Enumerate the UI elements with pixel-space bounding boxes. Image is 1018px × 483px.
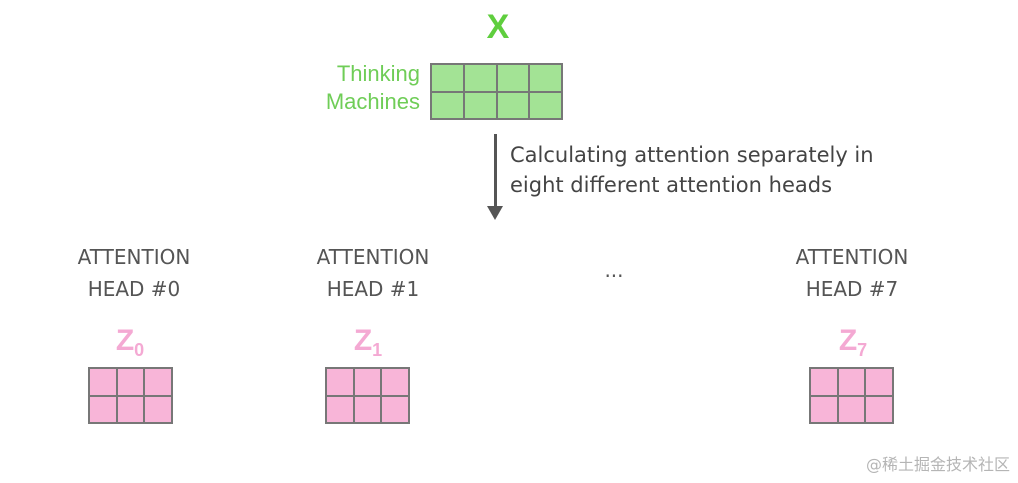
z-output-label: Z1 xyxy=(328,324,408,361)
head-title-line: ATTENTION xyxy=(316,245,430,269)
matrix-cell xyxy=(89,395,117,423)
input-matrix xyxy=(430,63,563,120)
matrix-cell xyxy=(144,368,172,396)
arrow-caption: Calculating attention separately in eigh… xyxy=(510,140,930,200)
watermark: @稀土掘金技术社区 xyxy=(865,455,1010,474)
matrix-cell xyxy=(837,395,866,423)
head-title-line: ATTENTION xyxy=(795,245,909,269)
matrix-cell xyxy=(326,395,354,423)
input-word-label: Thinking xyxy=(336,61,420,86)
matrix-cell xyxy=(837,368,866,396)
matrix-cell xyxy=(353,368,382,396)
arrow-caption-line: eight different attention heads xyxy=(510,173,833,197)
matrix-cell xyxy=(353,395,382,423)
matrix-cell xyxy=(529,64,562,92)
matrix-cell xyxy=(496,91,530,119)
matrix-cell xyxy=(381,368,409,396)
matrix-cell xyxy=(810,368,838,396)
ellipsis: ... xyxy=(604,258,624,282)
z-output-label: Z7 xyxy=(813,324,893,361)
z-letter: Z xyxy=(353,324,373,357)
head-title-line: ATTENTION xyxy=(77,245,191,269)
head-title-line: HEAD #7 xyxy=(805,277,899,301)
head-title-line: HEAD #0 xyxy=(87,277,181,301)
matrix-cell xyxy=(463,64,497,92)
matrix-cell xyxy=(496,64,530,92)
down-arrow-icon xyxy=(487,206,503,220)
attention-head-title: ATTENTION HEAD #0 xyxy=(44,241,224,305)
matrix-cell xyxy=(431,64,464,92)
z-subscript: 0 xyxy=(134,340,145,360)
matrix-cell xyxy=(810,395,838,423)
arrow-caption-line: Calculating attention separately in xyxy=(510,143,874,167)
input-matrix-title: X xyxy=(486,8,510,46)
z-output-matrix xyxy=(809,367,894,424)
z-subscript: 7 xyxy=(857,340,868,360)
attention-head-title: ATTENTION HEAD #1 xyxy=(283,241,463,305)
z-subscript: 1 xyxy=(372,340,383,360)
matrix-cell xyxy=(144,395,172,423)
z-letter: Z xyxy=(115,324,135,357)
matrix-cell xyxy=(463,91,497,119)
z-output-matrix xyxy=(88,367,173,424)
matrix-cell xyxy=(865,395,893,423)
input-word-label: Machines xyxy=(325,89,420,114)
matrix-cell xyxy=(116,395,145,423)
down-arrow-shaft xyxy=(494,134,497,209)
matrix-cell xyxy=(116,368,145,396)
head-title-line: HEAD #1 xyxy=(326,277,420,301)
z-letter: Z xyxy=(838,324,858,357)
matrix-cell xyxy=(431,91,464,119)
attention-head-title: ATTENTION HEAD #7 xyxy=(762,241,942,305)
z-output-label: Z0 xyxy=(90,324,170,361)
input-word-labels: Thinking Machines xyxy=(280,60,420,116)
matrix-cell xyxy=(381,395,409,423)
matrix-cell xyxy=(89,368,117,396)
matrix-cell xyxy=(865,368,893,396)
matrix-cell xyxy=(326,368,354,396)
z-output-matrix xyxy=(325,367,410,424)
matrix-cell xyxy=(529,91,562,119)
